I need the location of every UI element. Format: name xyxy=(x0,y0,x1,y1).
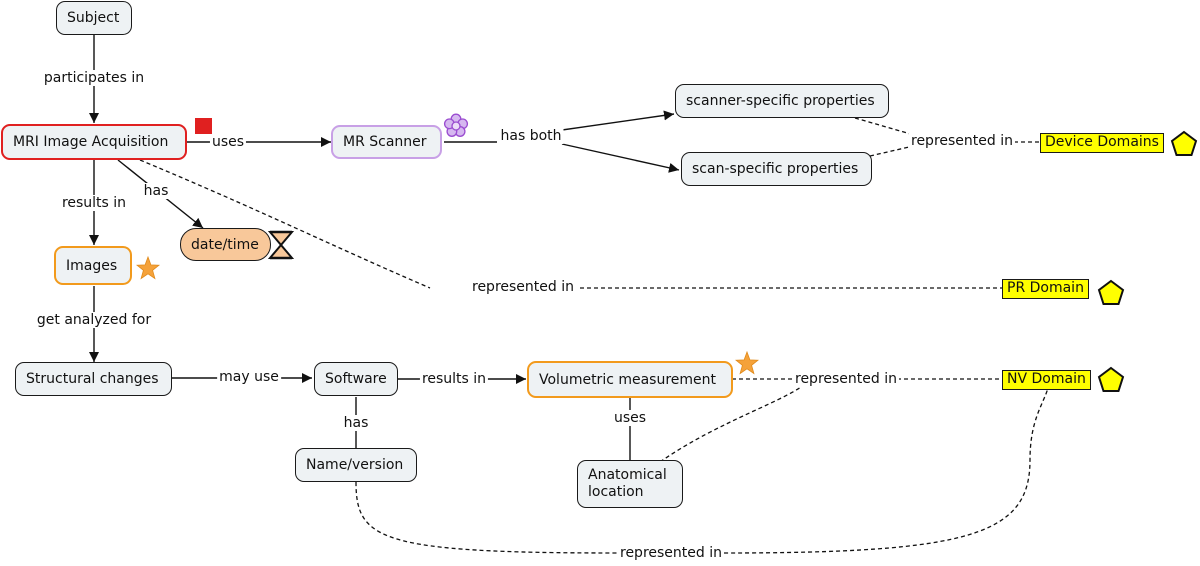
yellow-pentagon-icon xyxy=(1097,366,1125,392)
label-represented-in-bottom: represented in xyxy=(618,545,724,561)
node-date-time[interactable]: date/time xyxy=(180,228,271,261)
node-structural-changes[interactable]: Structural changes xyxy=(15,362,172,396)
node-images-label: Images xyxy=(66,257,118,274)
node-scanner-label: MR Scanner xyxy=(343,134,427,150)
node-scanner-specific-properties[interactable]: scanner-specific properties xyxy=(675,84,889,118)
label-results-in-volumetric: results in xyxy=(419,371,489,387)
yellow-pentagon-icon xyxy=(1097,279,1125,305)
domain-device-domains[interactable]: Device Domains xyxy=(1040,133,1164,153)
node-date-label: date/time xyxy=(191,236,259,253)
hourglass-icon xyxy=(268,230,294,260)
node-name-version-label: Name/version xyxy=(306,457,404,473)
label-participates-in: participates in xyxy=(41,70,147,86)
node-images[interactable]: Images xyxy=(54,246,132,285)
node-software-label: Software xyxy=(325,371,387,387)
label-has-date: has xyxy=(141,183,171,199)
domain-nv-label: NV Domain xyxy=(1007,371,1086,387)
node-anatomical-location[interactable]: Anatomical location xyxy=(577,460,683,508)
node-mri-label: MRI Image Acquisition xyxy=(13,134,169,150)
orange-star-icon xyxy=(735,351,759,375)
node-structural-label: Structural changes xyxy=(26,371,159,387)
node-scan-props-label: scan-specific properties xyxy=(692,161,859,177)
node-mri-image-acquisition[interactable]: MRI Image Acquisition xyxy=(1,124,187,160)
domain-pr-label: PR Domain xyxy=(1007,280,1084,296)
label-has-both: has both xyxy=(498,128,564,144)
node-scan-specific-properties[interactable]: scan-specific properties xyxy=(681,152,872,186)
node-name-version[interactable]: Name/version xyxy=(295,448,417,482)
label-get-analyzed-for: get analyzed for xyxy=(34,312,154,328)
node-mr-scanner[interactable]: MR Scanner xyxy=(331,125,442,159)
label-results-in-images: results in xyxy=(59,195,129,211)
node-volumetric-measurement[interactable]: Volumetric measurement xyxy=(527,361,733,398)
node-software[interactable]: Software xyxy=(314,362,398,396)
node-volumetric-label: Volumetric measurement xyxy=(539,371,717,388)
label-represented-in-pr: represented in xyxy=(470,279,576,295)
yellow-pentagon-icon xyxy=(1170,130,1198,156)
link-mri-pr xyxy=(139,159,431,289)
node-anatomical-label: Anatomical location xyxy=(588,467,667,500)
link-hasboth-scannerprops xyxy=(561,110,675,131)
node-scanner-props-label: scanner-specific properties xyxy=(686,93,875,109)
link-hasboth-scanprops xyxy=(561,143,680,173)
link-name-bottom xyxy=(355,481,618,554)
purple-flower-icon xyxy=(443,113,469,137)
node-subject[interactable]: Subject xyxy=(56,1,132,35)
red-square-icon xyxy=(195,118,212,134)
link-bottom-nv xyxy=(723,387,1049,554)
label-has-name: has xyxy=(341,415,371,431)
label-may-use: may use xyxy=(217,369,281,385)
domain-pr[interactable]: PR Domain xyxy=(1002,279,1089,299)
domain-device-label: Device Domains xyxy=(1045,134,1159,150)
label-uses: uses xyxy=(209,134,247,150)
label-represented-in-device: represented in xyxy=(909,133,1015,149)
label-represented-in-nv: represented in xyxy=(793,371,899,387)
label-uses-anatomical: uses xyxy=(611,410,649,426)
orange-star-icon xyxy=(136,256,160,280)
domain-nv[interactable]: NV Domain xyxy=(1002,370,1091,390)
node-subject-label: Subject xyxy=(67,10,120,26)
